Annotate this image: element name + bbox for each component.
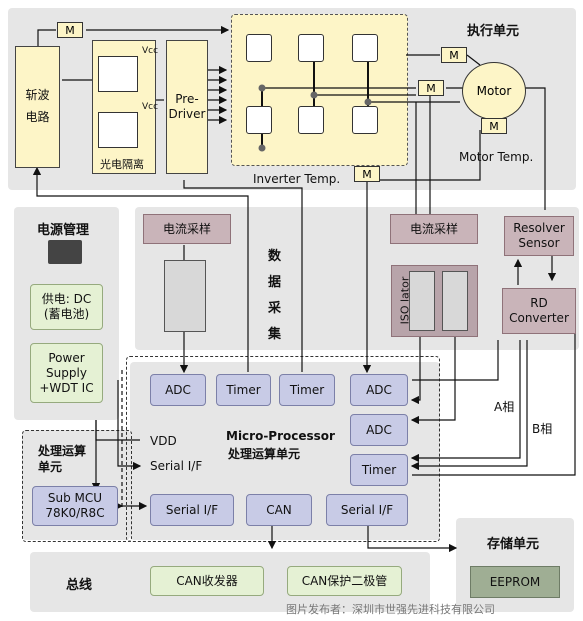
adc-2-label: ADC (366, 382, 392, 397)
serial-if-label: Serial I/F (150, 459, 203, 473)
serial-if-2-label: Serial I/F (340, 502, 394, 517)
section-bus: 总线 (66, 578, 93, 593)
serial-if-1-label: Serial I/F (165, 502, 219, 517)
section-storage: 存储单元 (487, 537, 540, 552)
current-sample-2: 电流采样 (390, 214, 478, 244)
inverter-temp-label: Inverter Temp. (253, 172, 341, 186)
igbt-1 (246, 34, 272, 62)
motor: Motor (462, 62, 526, 120)
igbt-5 (298, 106, 324, 134)
mp-title: Micro-Processor (226, 429, 335, 443)
supply-dc: 供电: DC (蓄电池) (30, 284, 103, 330)
sub-mcu: Sub MCU 78K0/R8C (32, 486, 118, 526)
mp-dashed-frame (126, 356, 440, 542)
phase-a-label: A相 (494, 400, 515, 414)
section-data-acq: 数据采集 (268, 249, 282, 342)
adc-1-label: ADC (165, 382, 191, 397)
section-processing: 处理运算单元 (38, 444, 87, 474)
m-box-inverter-temp: M (354, 166, 380, 182)
can: CAN (246, 494, 312, 526)
opto-label: 光电隔离 (100, 158, 144, 171)
adc-1: ADC (150, 374, 206, 406)
sub-mcu-label: Sub MCU 78K0/R8C (45, 491, 105, 520)
resolver-sensor-label: Resolver Sensor (513, 221, 565, 250)
section-power: 电源管理 (37, 223, 90, 238)
chopper-label: 斩波电路 (25, 88, 50, 124)
rd-converter-label: RD Converter (509, 296, 569, 325)
current-sensor-1 (164, 260, 206, 332)
serial-if-1: Serial I/F (150, 494, 234, 526)
rd-converter: RD Converter (502, 288, 576, 334)
timer-2-label: Timer (289, 382, 325, 397)
adc-2: ADC (350, 374, 408, 406)
m-box-motor-temp: M (481, 118, 507, 134)
optocoupler-2 (98, 112, 138, 148)
isolator-label: ISO lator (398, 276, 412, 325)
adc-3: ADC (350, 414, 408, 446)
power-supply-label: Power Supply +WDT IC (39, 350, 94, 395)
battery-icon (48, 240, 82, 264)
current-sample-1: 电流采样 (143, 214, 231, 244)
pre-driver-label: Pre-Driver (168, 92, 206, 121)
current-sample-1-label: 电流采样 (162, 221, 211, 236)
can-label: CAN (266, 502, 292, 517)
motor-label: Motor (476, 84, 512, 98)
phase-b-label: B相 (532, 422, 553, 436)
m-box-motor-top: M (441, 47, 467, 63)
proc-dashed-frame (22, 430, 132, 542)
vcc-label-2: Vcc (142, 102, 159, 112)
isolator-cell-1 (409, 271, 435, 331)
can-transceiver-label: CAN收发器 (176, 573, 238, 588)
eeprom: EEPROM (470, 566, 560, 598)
eeprom-label: EEPROM (489, 574, 541, 589)
timer-1: Timer (216, 374, 271, 406)
mp-subtitle: 处理运算单元 (228, 447, 301, 461)
resolver-sensor: Resolver Sensor (504, 216, 574, 256)
pre-driver: Pre-Driver (166, 40, 208, 174)
serial-if-2: Serial I/F (326, 494, 408, 526)
igbt-2 (298, 34, 324, 62)
can-diode-label: CAN保护二极管 (301, 573, 388, 588)
optocoupler-1 (98, 56, 138, 92)
chopper-circuit: 斩波电路 (15, 46, 60, 168)
timer-1-label: Timer (226, 382, 261, 397)
isolator-cell-2 (442, 271, 468, 331)
timer-3: Timer (350, 454, 408, 486)
igbt-6 (352, 106, 378, 134)
vdd-label: VDD (150, 434, 177, 448)
footer-credit: 图片发布者：深圳市世强先进科技有限公司 (286, 603, 495, 616)
current-sample-2-label: 电流采样 (409, 221, 458, 236)
can-protection-diode: CAN保护二极管 (287, 566, 402, 596)
section-execution: 执行单元 (467, 24, 520, 39)
timer-2: Timer (279, 374, 335, 406)
igbt-4 (246, 106, 272, 134)
igbt-3 (352, 34, 378, 62)
supply-dc-label: 供电: DC (蓄电池) (41, 292, 92, 321)
timer-3-label: Timer (361, 462, 397, 477)
power-supply-wdt: Power Supply +WDT IC (30, 343, 103, 403)
motor-temp-label: Motor Temp. (459, 150, 534, 164)
m-box-motor-mid: M (418, 80, 444, 96)
vcc-label-1: Vcc (142, 46, 159, 56)
can-transceiver: CAN收发器 (150, 566, 264, 596)
m-box-top: M (57, 22, 83, 38)
adc-3-label: ADC (366, 422, 392, 437)
